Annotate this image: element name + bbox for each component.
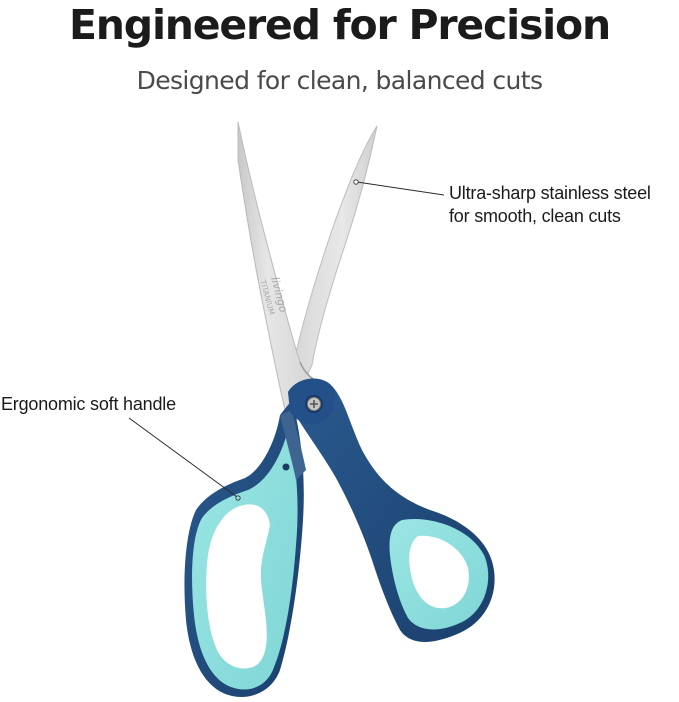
left-handle <box>184 400 306 697</box>
rivet-icon <box>282 463 290 471</box>
callout-blade-line-1: Ultra-sharp stainless steel <box>449 183 651 203</box>
callout-blade-line-2: for smooth, clean cuts <box>449 206 621 226</box>
right-blade <box>289 125 378 391</box>
leader-line-handle <box>128 417 241 501</box>
page-title: Engineered for Precision <box>69 1 611 49</box>
page-subtitle: Designed for clean, balanced cuts <box>136 66 543 95</box>
callout-handle-line-1: Ergonomic soft handle <box>1 394 176 414</box>
right-handle <box>288 378 495 642</box>
callout-handle: Ergonomic soft handle <box>1 393 176 416</box>
leader-line-blade <box>353 179 445 196</box>
callout-blade: Ultra-sharp stainless steel for smooth, … <box>449 182 651 228</box>
pivot-screw-icon <box>305 395 323 413</box>
